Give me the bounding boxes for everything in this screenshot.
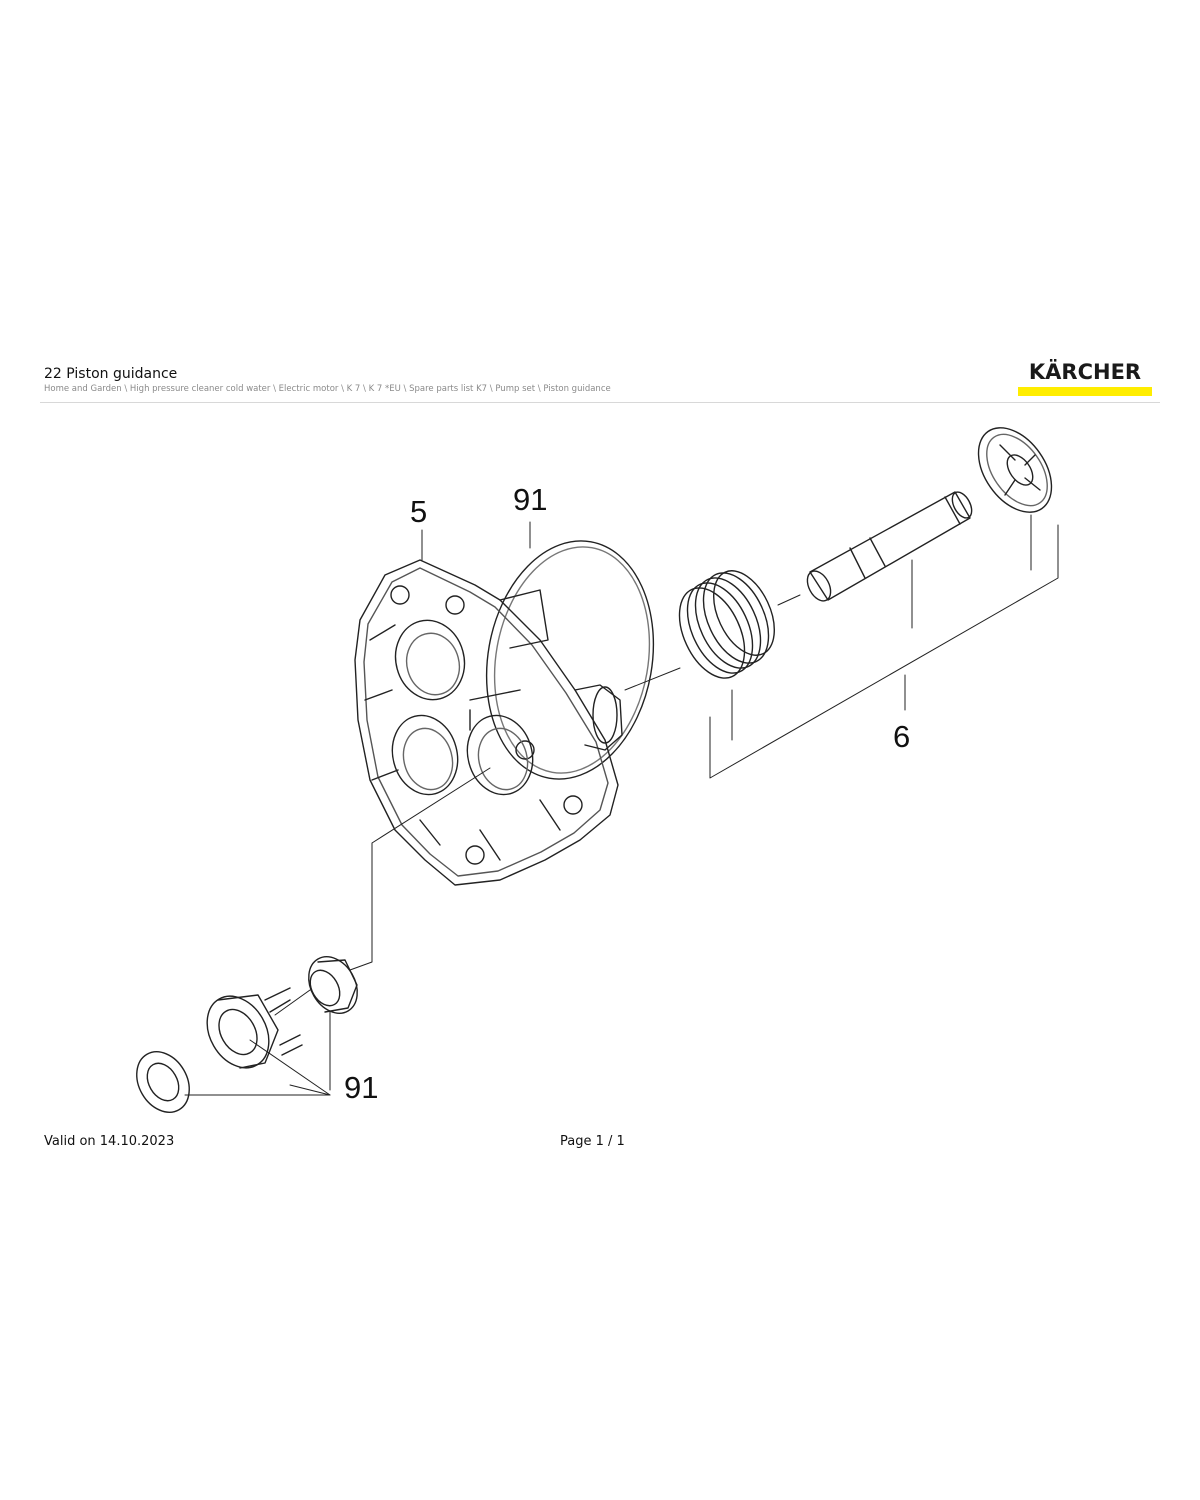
breadcrumb: Home and Garden \ High pressure cleaner … <box>44 384 611 394</box>
page-title: 22 Piston guidance <box>44 366 178 382</box>
piston <box>806 491 973 602</box>
valid-date: Valid on 14.10.2023 <box>44 1134 175 1149</box>
header-divider <box>40 402 1160 403</box>
brand-logo: KÄRCHER <box>1018 360 1152 396</box>
seal-holder <box>206 987 303 1069</box>
page-number: Page 1 / 1 <box>560 1134 625 1149</box>
flat-washer <box>136 1051 190 1113</box>
pump-housing <box>354 559 623 886</box>
callout-5: 5 <box>410 494 427 529</box>
washer-top <box>977 427 1053 513</box>
brand-logo-text: KÄRCHER <box>1028 360 1142 384</box>
brand-logo-bar <box>1018 387 1152 396</box>
exploded-parts-drawing: 5 91 6 91 <box>136 427 1059 1113</box>
seal-ring-large <box>308 956 358 1014</box>
callout-91-bottom: 91 <box>344 1070 378 1105</box>
callout-6: 6 <box>893 719 910 754</box>
spring <box>678 570 775 679</box>
o-ring-large <box>485 540 655 780</box>
callout-91-top: 91 <box>513 482 547 517</box>
